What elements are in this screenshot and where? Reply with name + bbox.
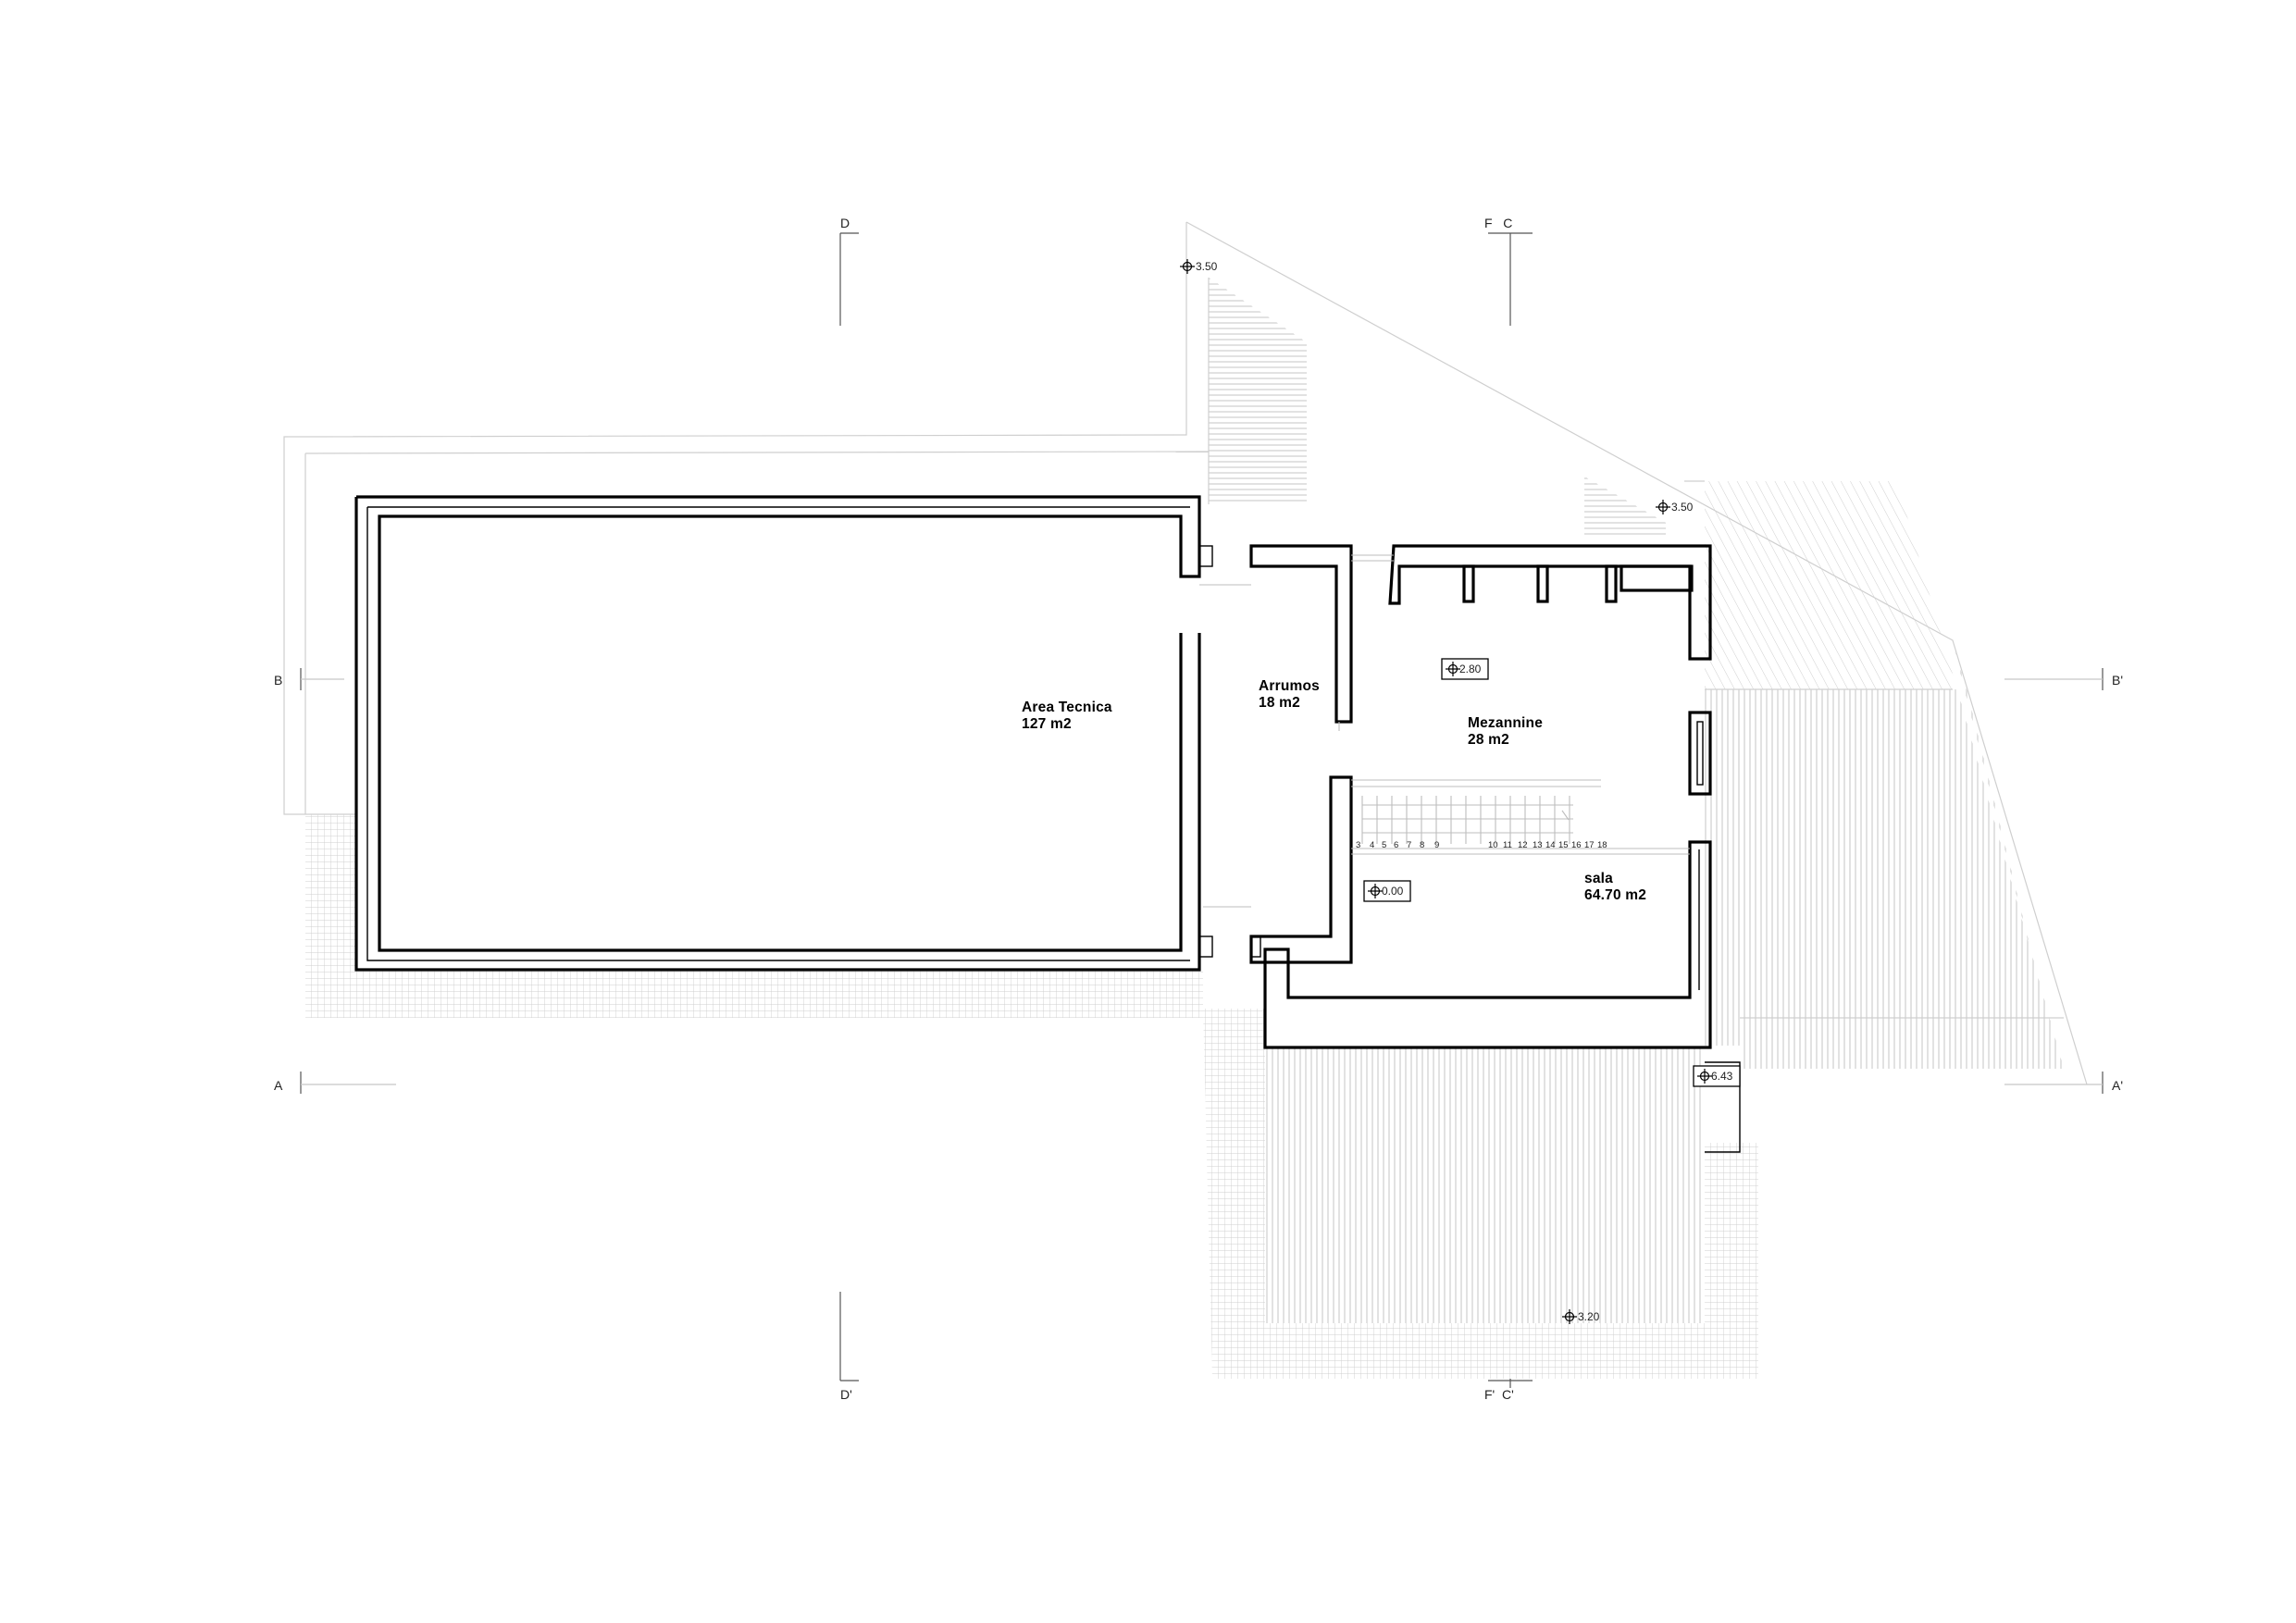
step-number: 11 [1503, 840, 1512, 850]
svg-text:3.50: 3.50 [1196, 260, 1218, 273]
section-labels: D D' F C F' C' B B' A A' [274, 216, 2123, 1402]
core-walls [1199, 544, 1741, 1153]
level-top-right: 3.50 [1656, 500, 1694, 514]
room-name-mezannine: Mezannine [1468, 715, 1543, 731]
room-area-area-tecnica: 127 m2 [1022, 716, 1072, 732]
area-tecnica-walls [354, 495, 1213, 972]
level-top-left: 3.50 [1180, 259, 1218, 274]
room-name-sala: sala [1584, 871, 1613, 886]
step-number: 6 [1394, 840, 1398, 850]
step-number: 13 [1533, 840, 1543, 850]
step-number: 5 [1382, 840, 1386, 850]
section-label-d-bottom: D' [840, 1387, 852, 1402]
svg-text:0.00: 0.00 [1382, 885, 1404, 898]
section-label-a-left: A [274, 1078, 283, 1093]
section-markers [300, 232, 2104, 1388]
level-terrace: 6.43 [1693, 1065, 1741, 1087]
site-outline [283, 221, 2088, 1085]
section-label-d-top: D [840, 216, 850, 230]
step-number: 3 [1356, 840, 1360, 850]
level-deck: 3.20 [1562, 1309, 1600, 1324]
svg-text:2.80: 2.80 [1459, 663, 1482, 675]
step-number: 16 [1571, 840, 1582, 850]
step-number: 17 [1584, 840, 1595, 850]
room-area-sala: 64.70 m2 [1584, 887, 1646, 903]
step-number: 15 [1558, 840, 1569, 850]
stair-step-numbers: 3 4 5 6 7 8 9 10 11 12 13 14 15 16 17 18 [1356, 840, 1607, 850]
svg-text:6.43: 6.43 [1711, 1070, 1733, 1083]
step-number: 18 [1597, 840, 1607, 850]
level-mezannine: 2.80 [1441, 658, 1489, 680]
level-markers: 3.50 3.50 2.80 0.00 6.43 3.20 [1180, 259, 1741, 1324]
step-number: 4 [1370, 840, 1374, 850]
section-label-b-left: B [274, 673, 282, 688]
section-label-b-right: B' [2112, 673, 2123, 688]
room-name-arrumos: Arrumos [1259, 678, 1320, 694]
section-label-a-right: A' [2112, 1078, 2123, 1093]
stair [1351, 779, 1690, 855]
room-labels: Area Tecnica 127 m2 Arrumos 18 m2 Mezann… [1022, 678, 1646, 903]
step-number: 12 [1518, 840, 1528, 850]
step-number: 14 [1545, 840, 1556, 850]
section-label-fc-bottom: F' C' [1484, 1387, 1514, 1402]
level-sala: 0.00 [1363, 880, 1411, 902]
svg-text:3.20: 3.20 [1578, 1310, 1600, 1323]
site-hatching [305, 278, 2064, 1379]
room-name-area-tecnica: Area Tecnica [1022, 700, 1112, 715]
section-label-fc-top: F C [1484, 216, 1512, 230]
room-area-mezannine: 28 m2 [1468, 732, 1509, 748]
step-number: 10 [1488, 840, 1498, 850]
svg-text:3.50: 3.50 [1671, 501, 1694, 514]
room-area-arrumos: 18 m2 [1259, 695, 1300, 711]
step-number: 8 [1420, 840, 1424, 850]
step-number: 7 [1407, 840, 1411, 850]
step-number: 9 [1434, 840, 1439, 850]
